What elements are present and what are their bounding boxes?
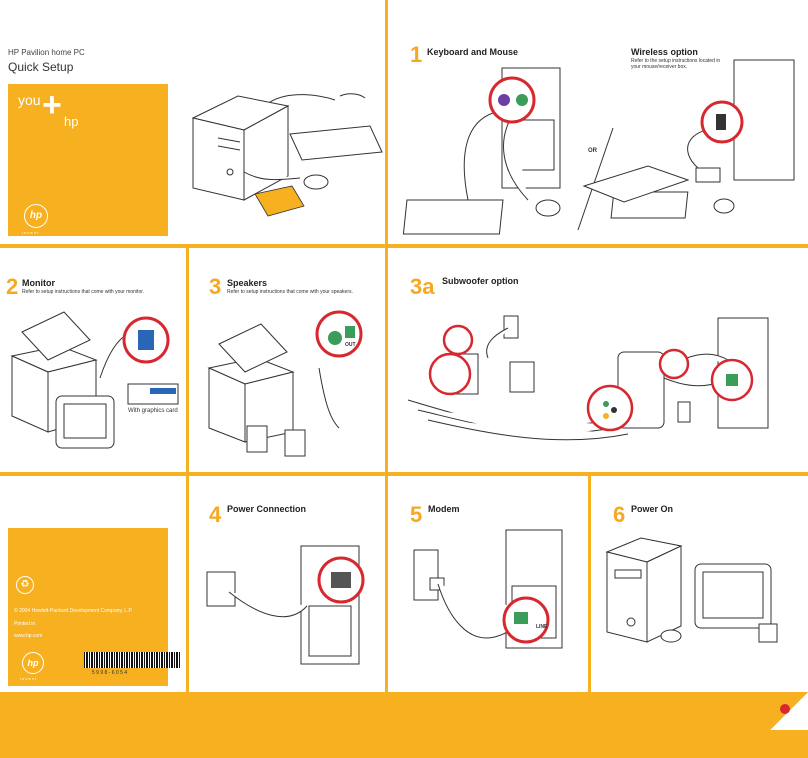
step2-note: Refer to setup instructions that come wi… (22, 289, 144, 295)
step3-title: Speakers (227, 278, 268, 288)
step6-number: 6 (613, 502, 626, 527)
step3-panel: 3 Speakers Refer to setup instructions t… (189, 248, 385, 472)
back-panel: ♻ © 2004 Hewlett-Packard Development Com… (0, 476, 186, 692)
invent-text: i n v e n t (22, 230, 39, 235)
step1-panel: 1 Keyboard and Mouse Wireless option Ref… (388, 0, 808, 244)
step4-illustration (206, 545, 365, 665)
step4-panel: 4 Power Connection (189, 476, 385, 692)
wireless-title: Wireless option (631, 47, 698, 57)
brand-line: HP Pavilion home PC (8, 48, 85, 57)
hp-logo: hp (24, 204, 48, 228)
step5-panel: 5 Modem LINE (388, 476, 588, 692)
step3a-illustration (407, 315, 769, 441)
barcode-number: 5 9 9 8 - 6 0 5 4 (92, 670, 128, 676)
step5-illustration: LINE (413, 529, 563, 649)
step6-panel: 6 Power On (591, 476, 808, 692)
or-label: OR (588, 148, 597, 154)
step1-number: 1 (410, 42, 423, 67)
step1-illustration (402, 59, 795, 235)
step3a-panel: 3a Subwoofer option (388, 248, 808, 472)
website-text: www.hp.com (14, 633, 43, 639)
step2-illustration (10, 311, 179, 449)
plus-icon: + (42, 86, 62, 124)
tagline-hp: hp (64, 114, 79, 129)
step3-note: Refer to setup instructions that come wi… (227, 289, 353, 295)
out-label: OUT (345, 342, 356, 348)
step3-number: 3 (209, 274, 222, 299)
wireless-note: Refer to the setup instructions located … (631, 58, 721, 70)
step3-illustration: OUT (207, 310, 363, 457)
step1-title: Keyboard and Mouse (427, 47, 519, 57)
step3a-title: Subwoofer option (442, 276, 519, 286)
tagline-you: you (18, 92, 41, 108)
hp-logo-back: hp (22, 652, 44, 674)
cover-illustration (191, 93, 383, 217)
step3a-number: 3a (410, 274, 435, 299)
line-label: LINE (536, 624, 548, 630)
step5-number: 5 (410, 502, 423, 527)
invent-text-back: i n v e n t (20, 676, 37, 681)
step6-title: Power On (631, 504, 674, 514)
graphics-card-caption: With graphics card (128, 408, 178, 414)
page-title: Quick Setup (8, 60, 74, 74)
printed-in-text: Printed in (14, 621, 36, 627)
hp-logo-text: hp (29, 210, 43, 221)
copyright-text: © 2004 Hewlett-Packard Development Compa… (14, 608, 133, 614)
cover-orange-box: you + hp hp i n v e n t (8, 84, 168, 236)
hp-logo-back-text: hp (27, 658, 39, 668)
barcode (84, 652, 180, 668)
step4-number: 4 (209, 502, 222, 527)
step5-title: Modem (428, 504, 460, 514)
next-page-arrow-icon[interactable] (780, 704, 790, 714)
step2-number: 2 (6, 274, 19, 299)
step6-illustration (605, 537, 778, 643)
cover-panel: HP Pavilion home PC Quick Setup you + hp… (0, 0, 385, 244)
recycle-icon: ♻ (16, 576, 34, 594)
step4-title: Power Connection (227, 504, 307, 514)
step2-title: Monitor (22, 278, 55, 288)
step2-panel: 2 Monitor Refer to setup instructions th… (0, 248, 186, 472)
